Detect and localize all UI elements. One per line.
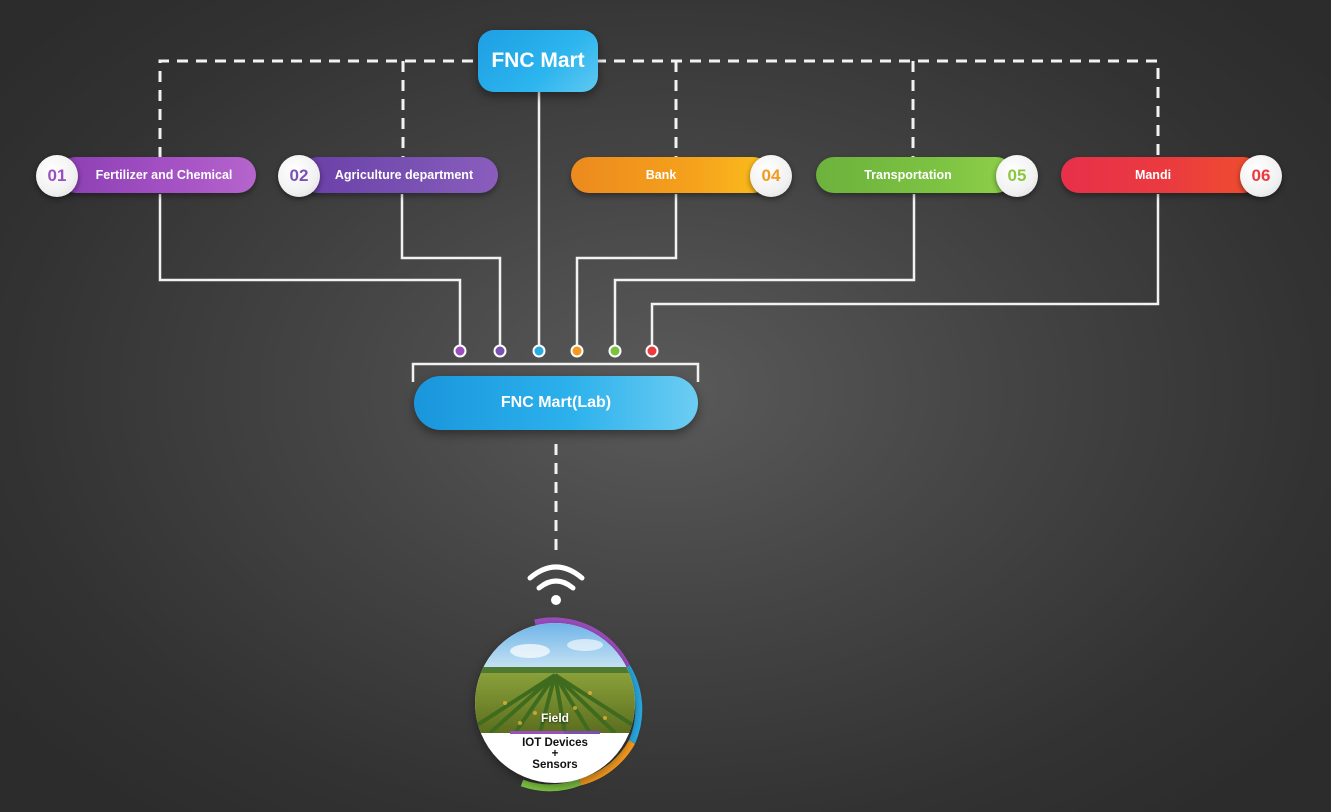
iot-sensors-line: Sensors (532, 759, 578, 771)
partner-number-02: 02 (289, 166, 309, 185)
wifi-icon (527, 564, 585, 605)
partner-badge-04: 04 (750, 155, 792, 197)
partner-badge-01: 01 (36, 155, 78, 197)
partner-badge-06: 06 (1240, 155, 1282, 197)
dashed-bus-line (158, 59, 1160, 158)
iot-plus-line: + (551, 748, 559, 760)
partner-number-06: 06 (1251, 166, 1271, 185)
feed-line-04 (575, 194, 678, 346)
partner-label-transportation: Transportation (864, 168, 952, 182)
connector-dot-06 (645, 344, 659, 358)
partner-pill-fertilizer: Fertilizer and Chemical (58, 157, 256, 193)
fnc-mart-hub: FNC Mart (478, 30, 598, 92)
feed-line-01 (158, 194, 462, 346)
fnc-mart-lab-label: FNC Mart(Lab) (500, 394, 612, 411)
field-label: Field (540, 711, 569, 725)
iot-devices-line: IOT Devices (522, 737, 588, 749)
partner-label-agriculture: Agriculture department (334, 168, 474, 182)
partner-pill-mandi: Mandi (1061, 157, 1261, 193)
field-divider-accent (564, 731, 600, 734)
partner-badge-02: 02 (278, 155, 320, 197)
partner-number-05: 05 (1007, 166, 1027, 185)
field-image (475, 623, 635, 733)
partner-pill-transportation: Transportation (816, 157, 1014, 193)
connector-dot-05 (608, 344, 622, 358)
field-divider (510, 731, 564, 734)
connector-dot-01 (453, 344, 467, 358)
iot-devices-text: IOT Devices + Sensors (475, 737, 635, 771)
partner-label-bank: Bank (645, 168, 677, 182)
feed-line-05 (613, 194, 916, 346)
field-node: Field IOT Devices + Sensors (475, 623, 635, 783)
partner-badge-05: 05 (996, 155, 1038, 197)
partner-label-fertilizer: Fertilizer and Chemical (95, 168, 233, 182)
feed-line-06 (650, 194, 1160, 346)
lab-bracket (411, 362, 700, 382)
connector-dot-02 (493, 344, 507, 358)
feed-line-02 (400, 194, 502, 346)
connector-dot-04 (570, 344, 584, 358)
partner-pill-bank: Bank (571, 157, 771, 193)
connector-dot-top (532, 344, 546, 358)
partner-pill-agriculture: Agriculture department (300, 157, 498, 193)
fnc-mart-label: FNC Mart (491, 49, 585, 72)
partner-number-04: 04 (761, 166, 781, 185)
fnc-mart-lab: FNC Mart(Lab) (414, 376, 698, 430)
partner-label-mandi: Mandi (1134, 168, 1172, 182)
partner-number-01: 01 (47, 166, 67, 185)
